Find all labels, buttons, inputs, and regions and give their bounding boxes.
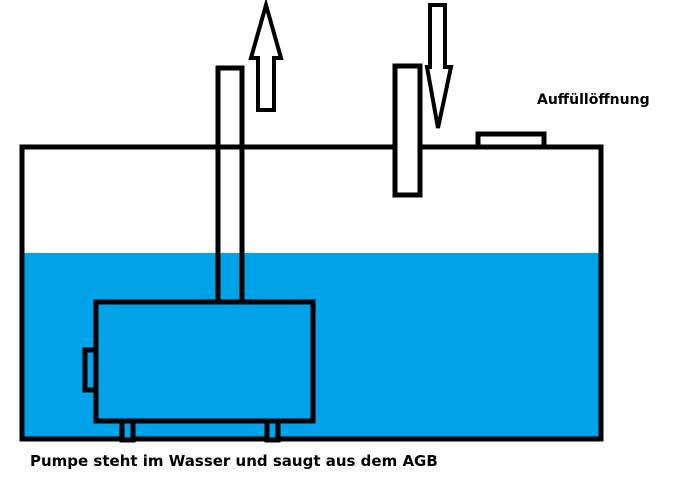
return-pipe <box>392 63 423 198</box>
fill-opening-label: Auffüllöffnung <box>537 92 650 108</box>
tank <box>19 144 604 442</box>
arrow-down-icon <box>424 3 454 129</box>
pump-foot-right <box>264 418 281 443</box>
pump-outlet-pipe <box>215 65 245 302</box>
fill-opening <box>475 131 547 150</box>
pump-foot-left <box>119 418 136 443</box>
pump <box>93 299 316 424</box>
arrow-up-icon <box>248 0 284 112</box>
caption: Pumpe steht im Wasser und saugt aus dem … <box>30 452 438 470</box>
